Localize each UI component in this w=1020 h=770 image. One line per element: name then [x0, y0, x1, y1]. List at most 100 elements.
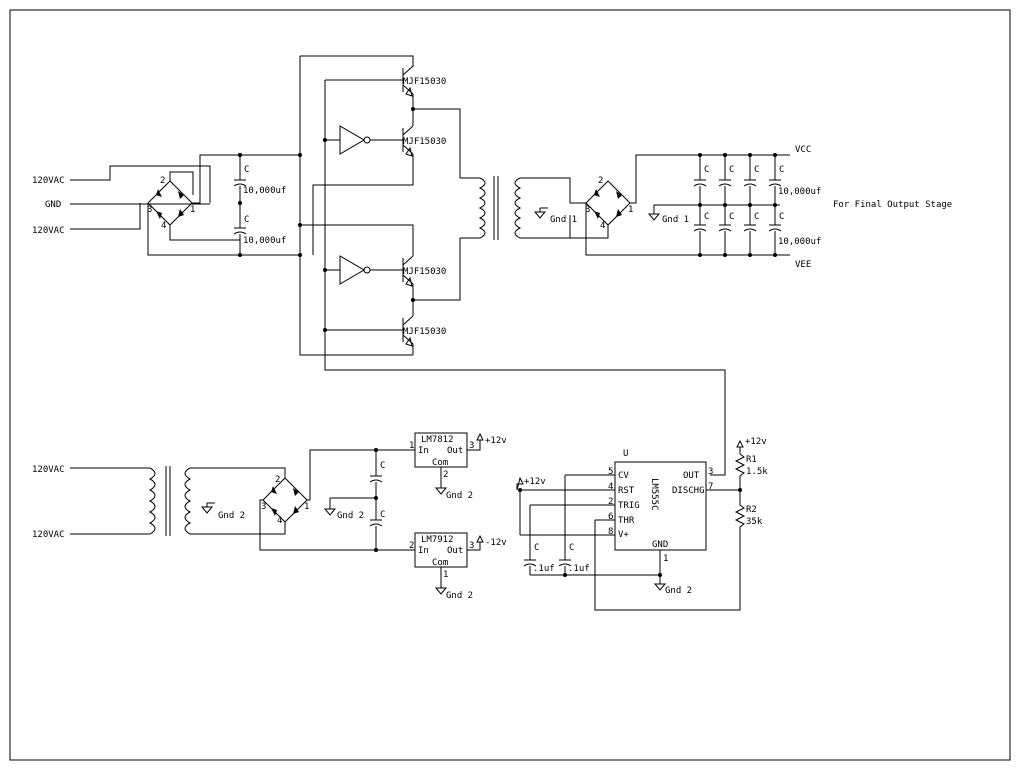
svg-text:TRIG: TRIG: [618, 501, 640, 511]
q3-label: MJF15030: [403, 267, 446, 277]
svg-text:Out: Out: [447, 546, 463, 556]
svg-text:3: 3: [708, 467, 713, 477]
svg-text:4: 4: [277, 516, 282, 526]
svg-text:Com: Com: [432, 458, 448, 468]
plus12-label-reg: +12v: [485, 436, 507, 446]
svg-text:RST: RST: [618, 486, 635, 496]
svg-text:C: C: [704, 212, 709, 222]
svg-text:1: 1: [663, 554, 668, 564]
svg-text:10,000uf: 10,000uf: [243, 186, 286, 196]
svg-text:2: 2: [409, 541, 414, 551]
main-bridge-pin1: 1: [190, 205, 195, 215]
svg-text:1: 1: [443, 570, 448, 580]
svg-text:C: C: [380, 510, 385, 520]
main-bridge-pin4: 4: [161, 221, 166, 231]
secondary-bridge-rectifier: [585, 180, 631, 226]
svg-text:.1uf: .1uf: [568, 564, 590, 574]
svg-text:C: C: [380, 461, 385, 471]
main-cap-top: C 10,000uf: [233, 155, 286, 203]
svg-text:V+: V+: [618, 530, 629, 540]
gnd1-symbol-rail: [648, 209, 660, 221]
lower-cap-bottom: C: [369, 498, 385, 550]
timer-cap-timing: C .1uf: [523, 505, 555, 575]
vee-label: VEE: [795, 260, 811, 270]
q2-label: MJF15030: [403, 137, 446, 147]
gnd1-label-b: Gnd 1: [662, 215, 689, 225]
q4-label: MJF15030: [403, 327, 446, 337]
main-bridge-rectifier: [147, 180, 193, 226]
svg-text:C: C: [569, 543, 574, 553]
svg-text:7: 7: [708, 482, 713, 492]
svg-text:1: 1: [628, 205, 633, 215]
svg-text:LM7912: LM7912: [421, 535, 454, 545]
bank-value-bottom: 10,000uf: [778, 237, 821, 247]
gnd2-symbol-7912: [435, 583, 447, 595]
svg-text:2: 2: [443, 470, 448, 480]
svg-text:10,000uf: 10,000uf: [243, 236, 286, 246]
svg-text:4: 4: [608, 482, 613, 492]
svg-text:1: 1: [409, 441, 414, 451]
svg-text:R2: R2: [746, 505, 757, 515]
main-ac-label-2: 120VAC: [32, 226, 65, 236]
output-stage-note: For Final Output Stage: [833, 200, 952, 210]
minus12-flag-reg: [476, 534, 484, 543]
svg-text:C: C: [729, 212, 734, 222]
vcc-label: VCC: [795, 145, 811, 155]
resistor-r1: R1 1.5k: [734, 447, 768, 490]
svg-text:2: 2: [608, 497, 613, 507]
svg-text:3: 3: [261, 502, 266, 512]
regulator-lm7912: LM7912 In Out Com 2 3 1: [409, 532, 481, 584]
svg-text:C: C: [779, 165, 784, 175]
svg-text:C: C: [779, 212, 784, 222]
timer-part-label: LM555C: [649, 478, 659, 511]
svg-text:1: 1: [304, 502, 309, 512]
svg-text:6: 6: [608, 512, 613, 522]
gnd2-label-c: Gnd 2: [446, 491, 473, 501]
q1-label: MJF15030: [403, 77, 446, 87]
svg-text:OUT: OUT: [683, 471, 700, 481]
svg-text:In: In: [418, 446, 429, 456]
plus12-label-r1: +12v: [745, 437, 767, 447]
lower-cap-top: C: [369, 450, 385, 498]
gnd2-symbol-7812: [435, 483, 447, 495]
main-ac-label-1: 120VAC: [32, 176, 65, 186]
main-bridge-pin3: 3: [147, 205, 152, 215]
svg-text:Com: Com: [432, 558, 448, 568]
plus12-flag-reg: [476, 432, 484, 441]
svg-text:R1: R1: [746, 455, 757, 465]
svg-text:.1uf: .1uf: [533, 564, 555, 574]
lower-ac-label-1: 120VAC: [32, 465, 65, 475]
svg-text:C: C: [754, 165, 759, 175]
svg-text:1.5k: 1.5k: [746, 467, 768, 477]
gnd2-label-a: Gnd 2: [218, 511, 245, 521]
svg-text:C: C: [534, 543, 539, 553]
svg-text:4: 4: [600, 221, 605, 231]
svg-text:2: 2: [275, 475, 280, 485]
minus12-label-reg: -12v: [485, 538, 507, 548]
svg-text:C: C: [729, 165, 734, 175]
plus12-flag-timer: [516, 476, 524, 491]
gnd2-symbol-transformer: [201, 502, 213, 514]
svg-text:In: In: [418, 546, 429, 556]
svg-text:5: 5: [608, 467, 613, 477]
plus12-flag-r1: [736, 439, 744, 448]
svg-text:Out: Out: [447, 446, 463, 456]
gnd2-label-d: Gnd 2: [446, 591, 473, 601]
timer-lm555: U LM555C CV RST TRIG THR V+ GND OUT DISC…: [608, 449, 713, 564]
inverter-bottom: [339, 255, 371, 285]
lower-transformer: [70, 466, 286, 536]
gnd1-label-a: Gnd 1: [550, 215, 577, 225]
inverter-top: [339, 125, 371, 155]
svg-text:U: U: [623, 449, 628, 459]
svg-text:3: 3: [585, 205, 590, 215]
sheet-border: [9, 9, 1011, 761]
gnd2-symbol-caps: [324, 504, 336, 516]
main-bridge-pin2: 2: [160, 176, 165, 186]
lower-bridge-rectifier: [262, 477, 308, 523]
svg-text:35k: 35k: [746, 517, 763, 527]
plus12-label-timer: +12v: [524, 477, 546, 487]
main-gnd-label: GND: [45, 200, 61, 210]
lower-ac-label-2: 120VAC: [32, 530, 65, 540]
bank-value-top: 10,000uf: [778, 187, 821, 197]
svg-text:C: C: [244, 165, 249, 175]
